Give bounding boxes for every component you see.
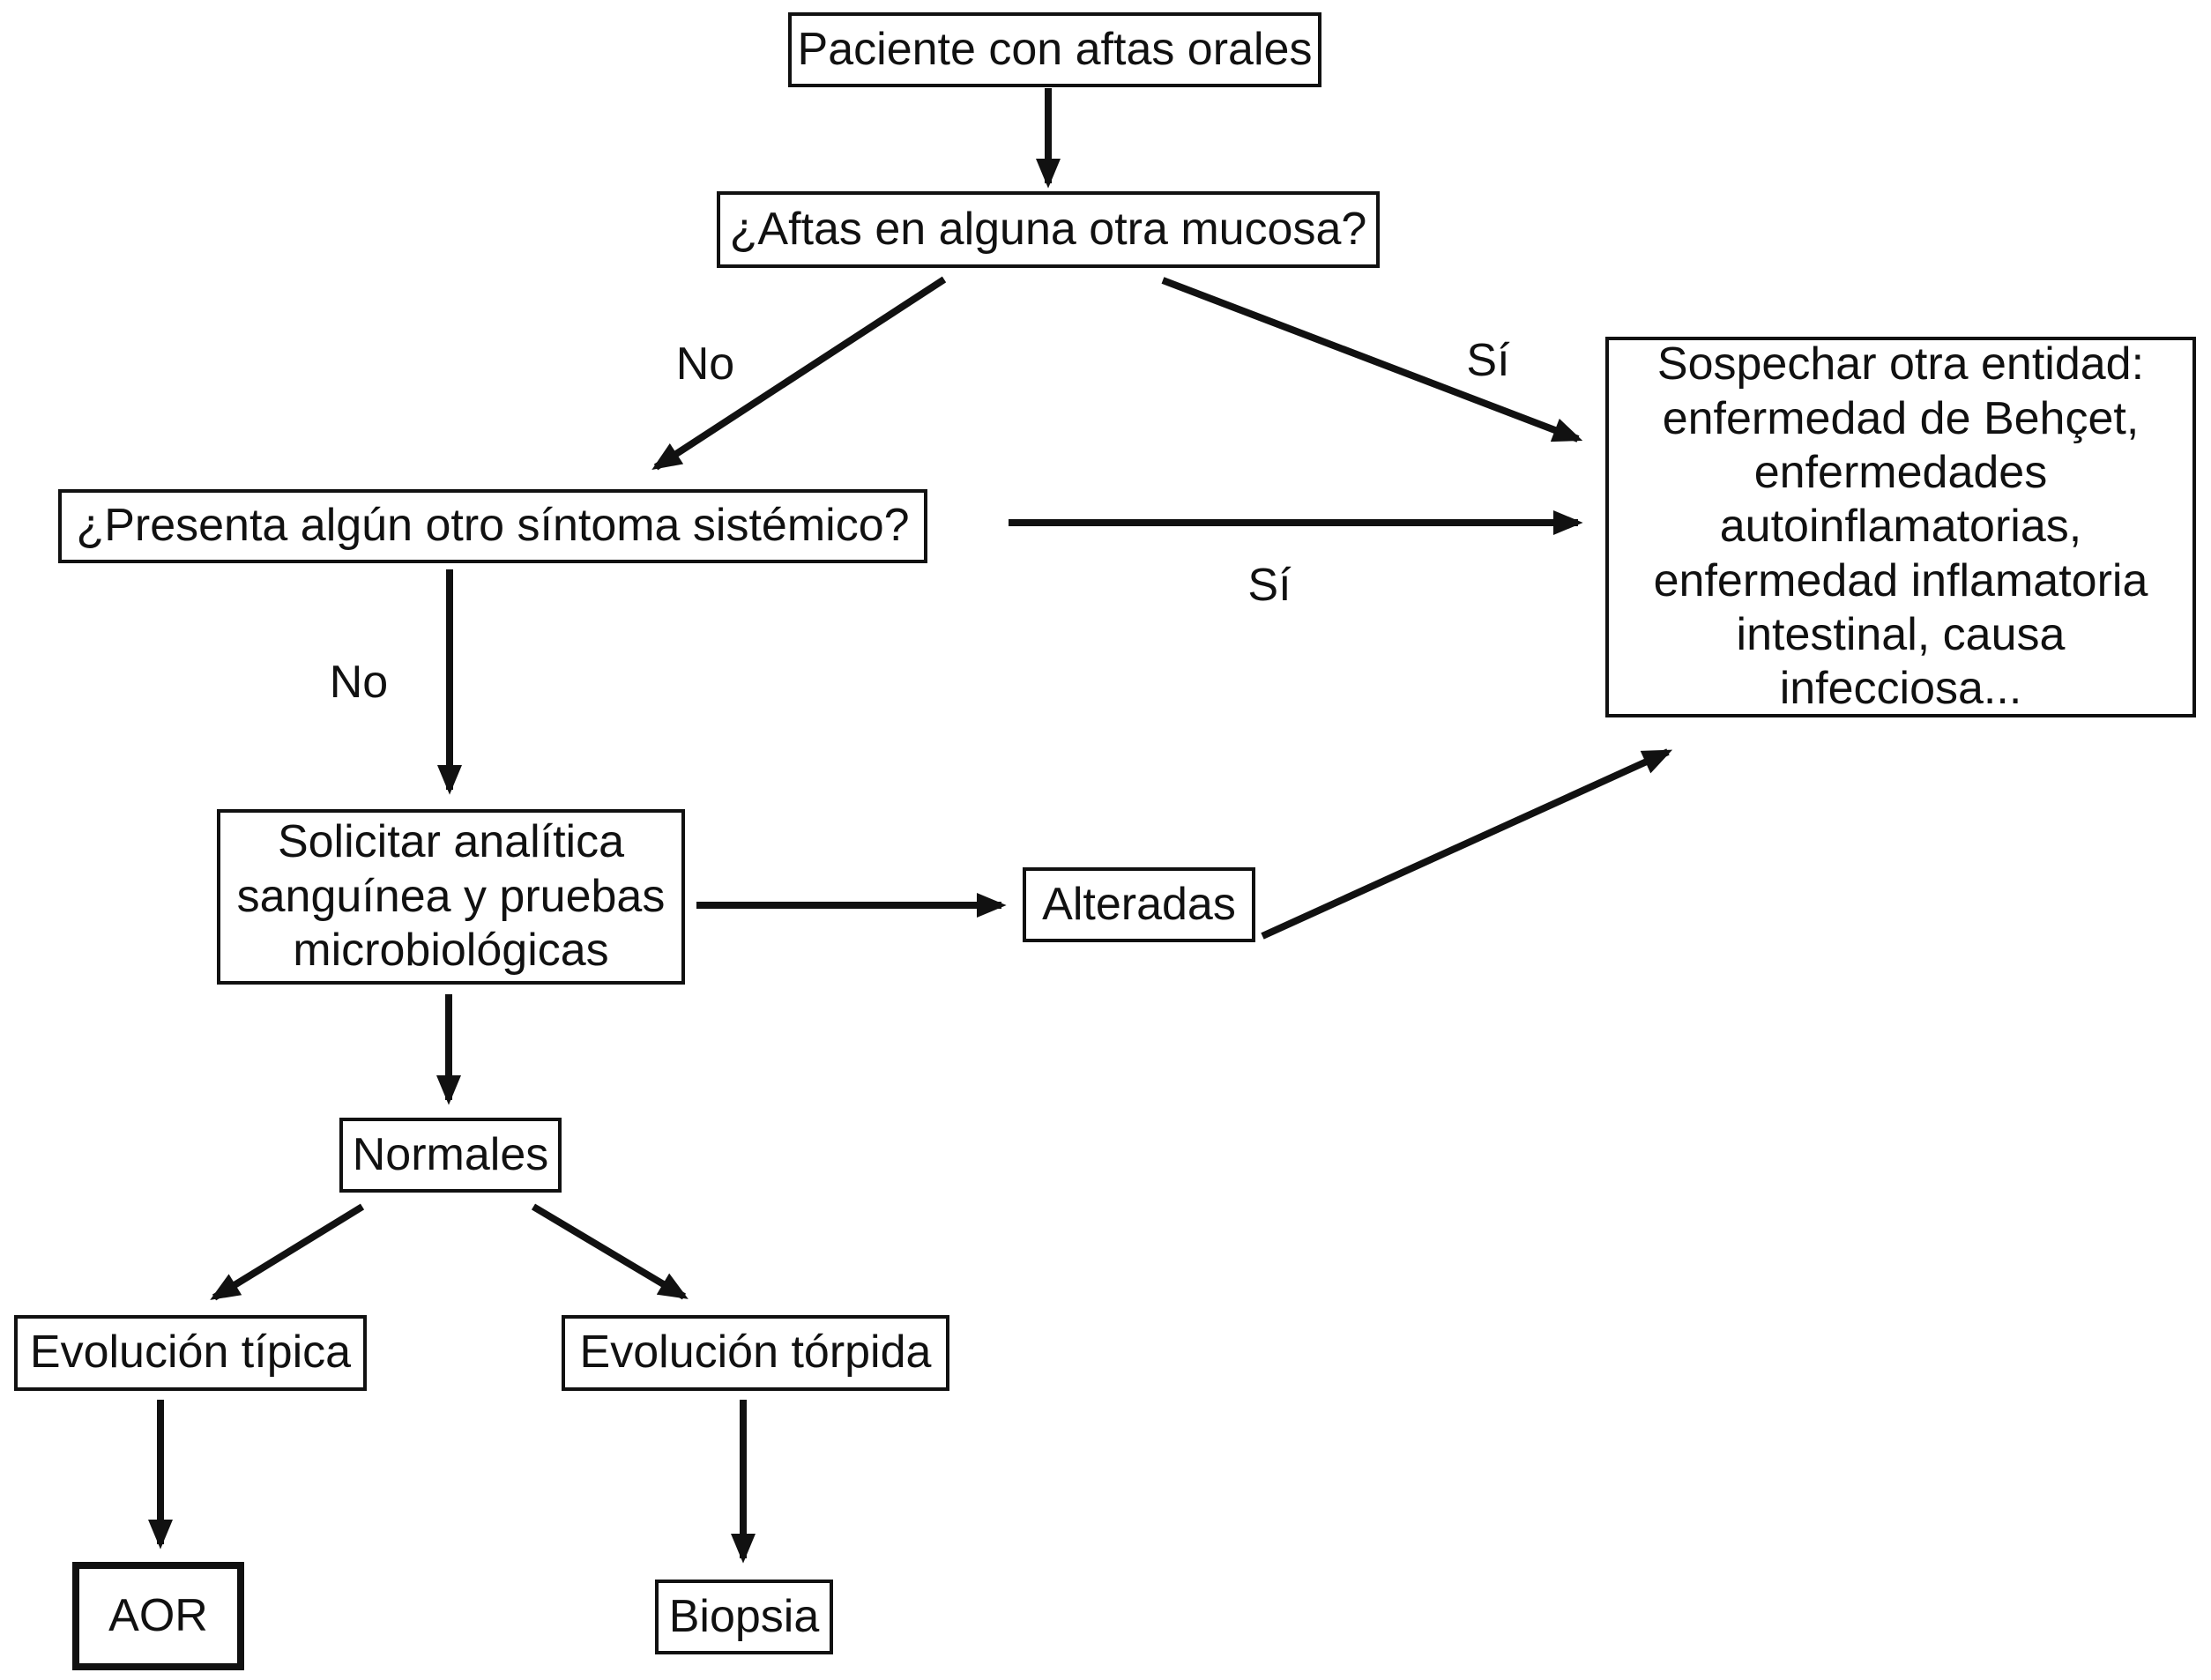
node-aor: AOR [72, 1562, 244, 1670]
node-paciente-con-aftas-orales: Paciente con aftas orales [788, 12, 1321, 87]
arrow-aftas-to-sospechar-si [1161, 277, 1583, 442]
edge-label-no-sistemico: No [329, 657, 389, 708]
arrow-normales-to-tipica [210, 1203, 365, 1301]
node-alteradas: Alteradas [1023, 867, 1255, 942]
edge-label-si-sistemico: Sí [1247, 560, 1292, 611]
node-evolucion-tipica: Evolución típica [14, 1315, 367, 1391]
node-sintoma-sistemico: ¿Presenta algún otro síntoma sistémico? [58, 489, 927, 563]
node-aftas-otra-mucosa: ¿Aftas en alguna otra mucosa? [717, 191, 1380, 268]
arrow-alteradas-to-sospechar [1261, 748, 1673, 940]
node-solicitar-analitica: Solicitar analítica sanguínea y pruebas … [217, 809, 685, 985]
arrow-normales-to-torpida [531, 1203, 689, 1300]
node-normales: Normales [339, 1118, 562, 1193]
arrow-aftas-to-sintoma-no [651, 276, 947, 471]
edge-label-si-mucosa: Sí [1466, 335, 1510, 386]
node-evolucion-torpida: Evolución tórpida [562, 1315, 949, 1391]
edge-label-no-mucosa: No [675, 338, 735, 390]
node-biopsia: Biopsia [655, 1580, 833, 1654]
node-sospechar-otra-entidad: Sospechar otra entidad: enfermedad de Be… [1605, 337, 2196, 717]
